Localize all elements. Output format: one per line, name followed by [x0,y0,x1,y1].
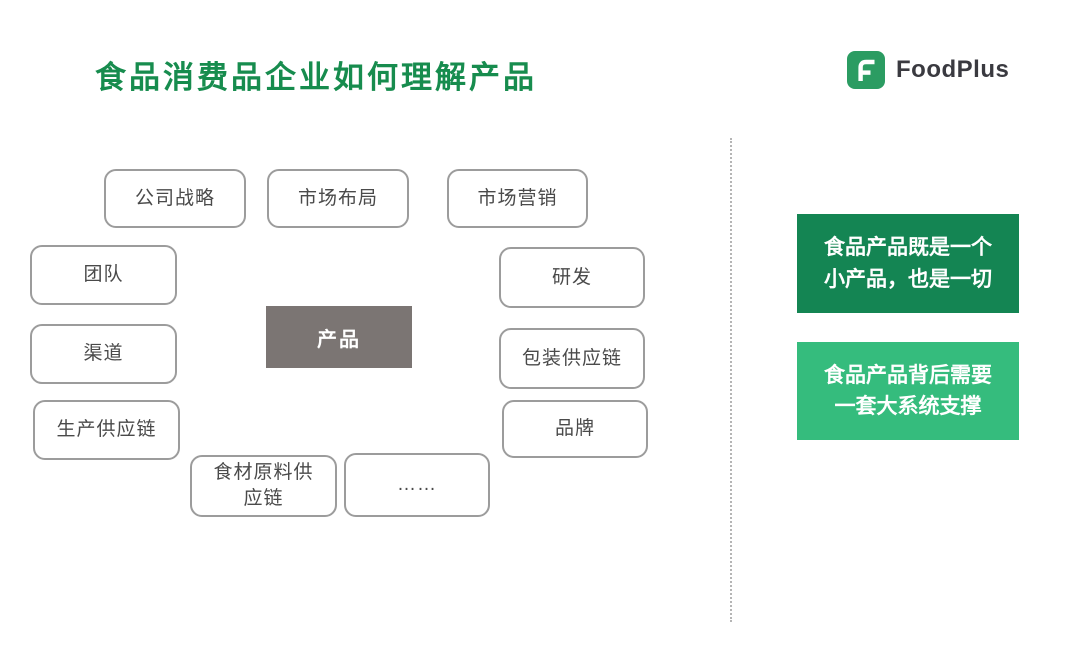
node-ingredient-supply-chain: 食材原料供应链 [190,455,337,517]
node-channel: 渠道 [30,324,177,384]
node-packaging-supply-chain: 包装供应链 [499,328,645,389]
node-brand: 品牌 [502,400,648,458]
foodplus-f-icon [847,51,885,89]
node-rnd: 研发 [499,247,645,308]
node-product-center: 产品 [266,306,412,368]
node-marketing: 市场营销 [447,169,588,228]
node-company-strategy: 公司战略 [104,169,246,228]
node-ellipsis: …… [344,453,490,517]
node-production-supply-chain: 生产供应链 [33,400,180,460]
node-team: 团队 [30,245,177,305]
brand-logo: FoodPlus [847,51,1009,89]
page-title: 食品消费品企业如何理解产品 [95,60,537,95]
callout-small-product: 食品产品既是一个小产品，也是一切 [797,214,1019,313]
brand-name: FoodPlus [896,56,1010,83]
callout-big-system: 食品产品背后需要一套大系统支撑 [797,342,1019,440]
node-market-layout: 市场布局 [267,169,409,228]
dotted-divider [730,138,732,622]
